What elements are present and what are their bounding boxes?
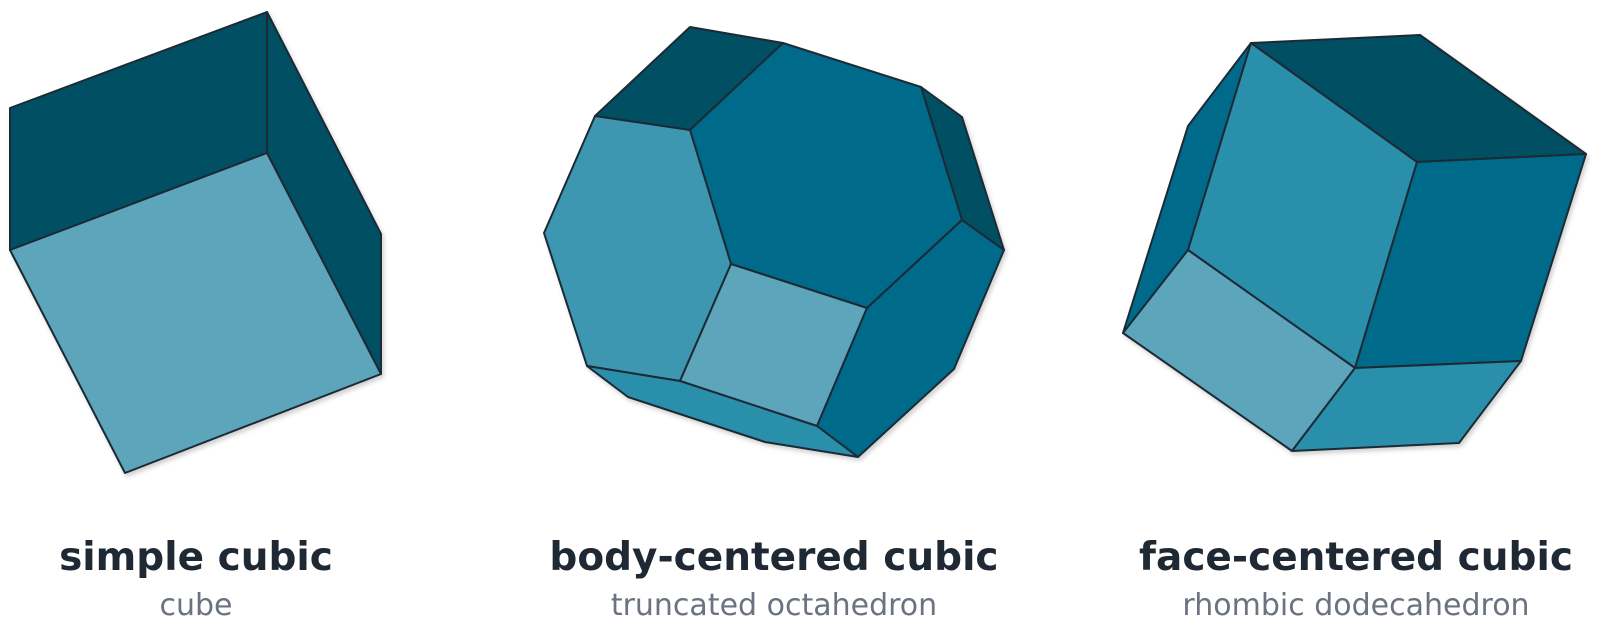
caption-body-centered-cubic: body-centered cubic truncated octahedron [494,536,1054,624]
solid-name: face-centered cubic [1139,535,1573,580]
solid-shape: rhombic dodecahedron [1182,588,1530,623]
solid-name: simple cubic [59,535,333,580]
caption-face-centered-cubic: face-centered cubic rhombic dodecahedron [1076,536,1600,624]
cube-face-front [9,152,382,474]
solid-shape: truncated octahedron [610,588,938,623]
cube-solid [9,11,382,474]
truncated-octahedron-solid [543,26,1005,458]
solid-shape: cube [159,588,233,623]
trunc-oct-face-hexagon-bottom [586,365,859,458]
solid-name: body-centered cubic [549,535,999,580]
caption-simple-cubic: simple cubic cube [0,536,476,624]
rhomb-dodeca-face-bottom [1291,360,1522,452]
rhombic-dodecahedron-solid [1122,34,1587,452]
